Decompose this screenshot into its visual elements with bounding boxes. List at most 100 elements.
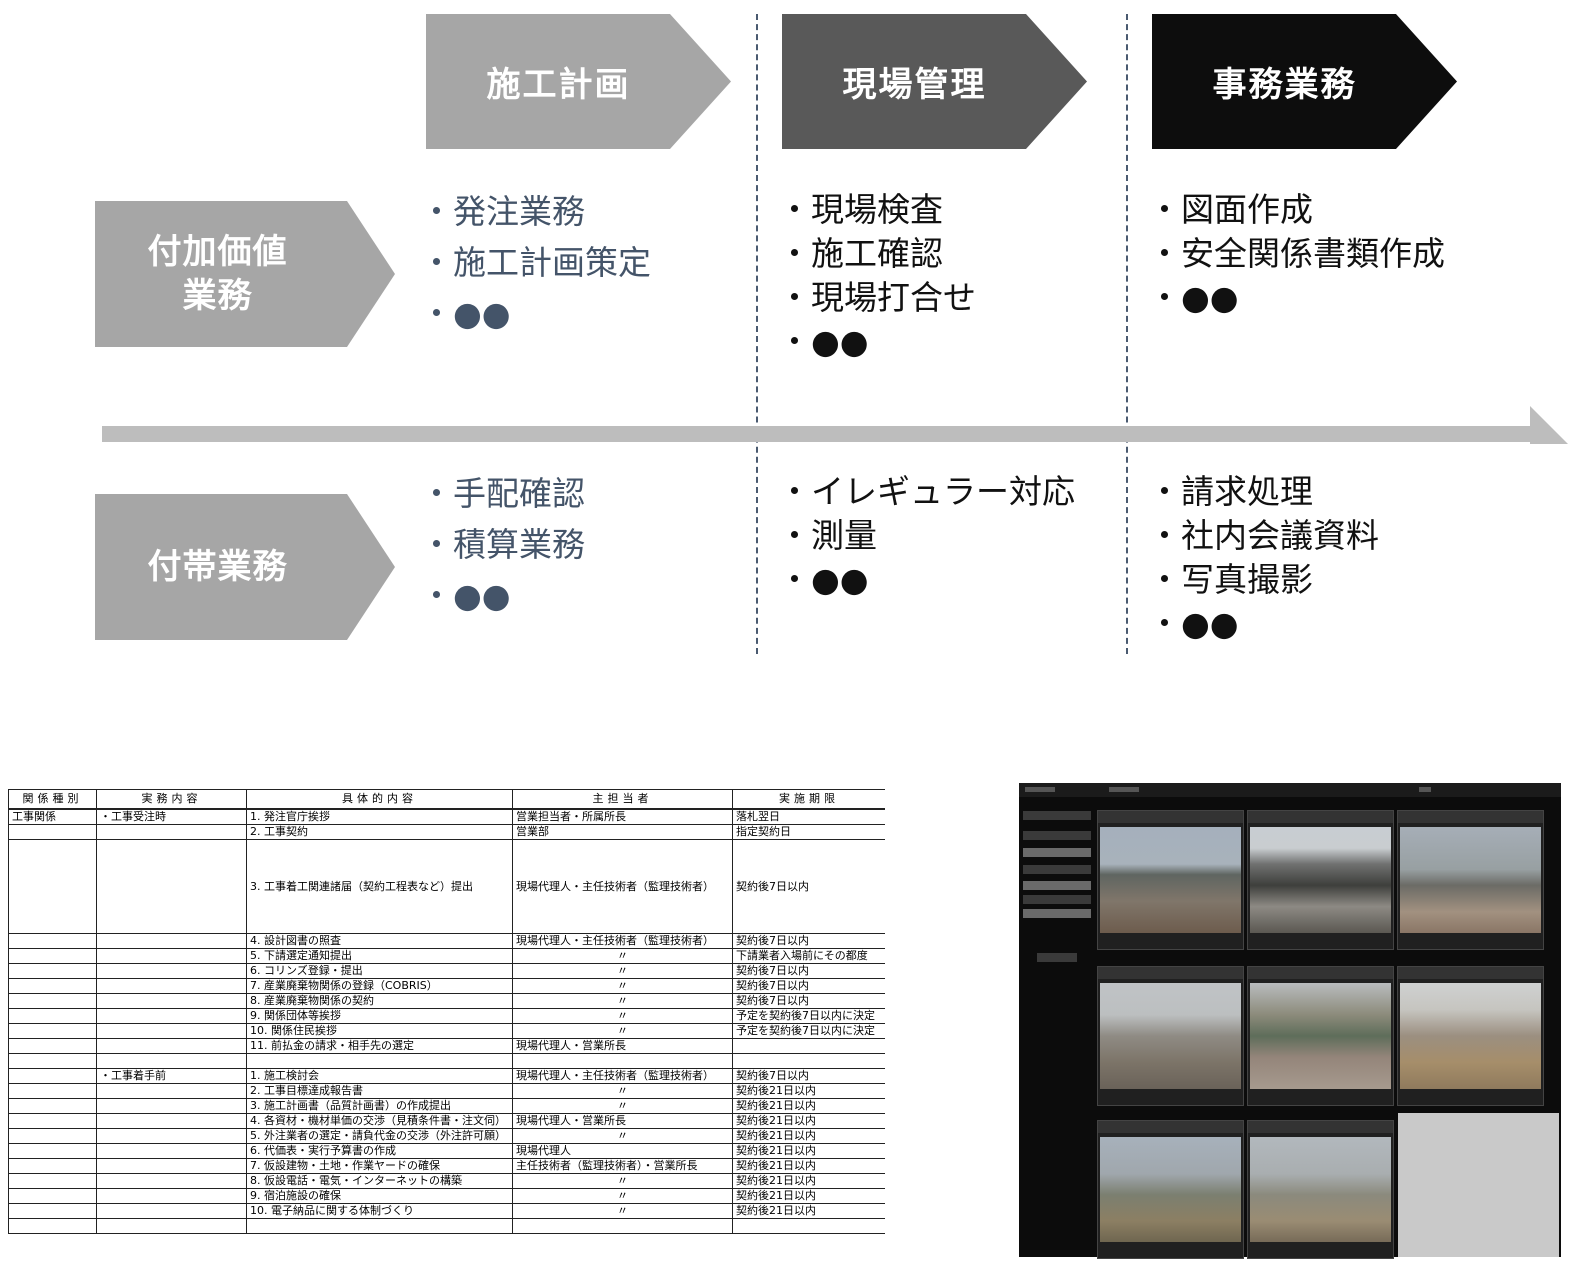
table-row: [8, 1053, 885, 1069]
table-cell: 契約後7日以内: [732, 1068, 885, 1084]
camera-tile[interactable]: [1097, 1120, 1244, 1259]
phase-office-label: 事務業務: [1212, 65, 1357, 105]
table-cell: 8. 産業廃棄物関係の契約: [246, 993, 513, 1009]
table-cell: ・工事着手前: [96, 1068, 247, 1084]
header-cell: 実務内容: [96, 789, 247, 810]
table-row: 5. 下請選定通知提出〃下請業者入場前にその都度: [8, 948, 885, 964]
camera-tile[interactable]: [1397, 966, 1544, 1106]
viewer-toolbar: [1019, 783, 1561, 797]
table-cell: 指定契約日: [732, 824, 885, 840]
table-cell: 〃: [512, 1128, 733, 1144]
list-item: ・手配確認: [420, 474, 585, 513]
table-cell: 7. 仮設建物・土地・作業ヤードの確保: [246, 1158, 513, 1174]
table-cell: 契約後21日以内: [732, 1158, 885, 1174]
header-cell: 具体的内容: [246, 789, 513, 810]
table-cell: 11. 前払金の請求・相手先の選定: [246, 1038, 513, 1054]
table-cell: 営業部: [512, 824, 733, 840]
table-cell: [8, 948, 97, 964]
table-cell: [96, 1173, 247, 1189]
list-item: ・施工確認: [778, 234, 943, 273]
table-row: 8. 仮設電話・電気・インターネットの構築〃契約後21日以内: [8, 1173, 885, 1189]
phase-planning-chevron: 施工計画: [426, 14, 731, 149]
list-item: ・測量: [778, 516, 877, 555]
table-row: 11. 前払金の請求・相手先の選定現場代理人・営業所長: [8, 1038, 885, 1054]
table-cell: 10. 電子納品に関する体制づくり: [246, 1203, 513, 1219]
table-cell: [96, 1158, 247, 1174]
viewer-side-control: [1023, 865, 1091, 874]
camera-tile[interactable]: [1397, 810, 1544, 950]
incidental-site-list: ・イレギュラー対応 ・測量 ・●●: [778, 470, 1075, 602]
table-cell: 契約後21日以内: [732, 1098, 885, 1114]
table-cell: [8, 1083, 97, 1099]
table-cell: [246, 1053, 513, 1069]
table-cell: 3. 施工計画書（品質計画書）の作成提出: [246, 1098, 513, 1114]
list-item: ・●●: [1148, 604, 1239, 643]
table-cell: [8, 1173, 97, 1189]
phase-office-chevron: 事務業務: [1152, 14, 1457, 149]
table-cell: 営業担当者・所属所長: [512, 808, 733, 825]
list-item: ・●●: [1148, 278, 1239, 317]
table-row: 6. コリンズ登録・提出〃契約後7日以内: [8, 963, 885, 979]
table-cell: 〃: [512, 1008, 733, 1024]
table-cell: [96, 1143, 247, 1159]
divider-line: [1126, 14, 1128, 654]
table-cell: 契約後7日以内: [732, 933, 885, 949]
list-item: ・現場打合せ: [778, 278, 976, 317]
table-cell: [8, 1143, 97, 1159]
timeline-arrow: [102, 426, 1532, 442]
phase-site-label: 現場管理: [842, 65, 987, 105]
camera-tile[interactable]: [1247, 966, 1394, 1106]
table-cell: 〃: [512, 1203, 733, 1219]
table-cell: [246, 1218, 513, 1234]
table-cell: 主任技術者（監理技術者）・営業所長: [512, 1158, 733, 1174]
viewer-side-control: [1023, 895, 1091, 904]
table-row: 7. 産業廃棄物関係の登録（COBRIS）〃契約後7日以内: [8, 978, 885, 994]
table-cell: [8, 933, 97, 949]
table-cell: [96, 1038, 247, 1054]
table-cell: [8, 993, 97, 1009]
list-item: ・社内会議資料: [1148, 516, 1379, 555]
table-cell: [8, 1188, 97, 1204]
header-cell: 関係種別: [8, 789, 97, 810]
camera-tile[interactable]: [1097, 966, 1244, 1106]
table-cell: 〃: [512, 948, 733, 964]
table-cell: [96, 1218, 247, 1234]
table-cell: 現場代理人・営業所長: [512, 1113, 733, 1129]
value-added-planning-list: ・発注業務 ・施工計画策定 ・●●: [420, 186, 651, 339]
table-row: 6. 代価表・実行予算書の作成現場代理人契約後21日以内: [8, 1143, 885, 1159]
table-cell: 現場代理人・主任技術者（監理技術者）: [512, 933, 733, 949]
table-cell: [96, 948, 247, 964]
table-cell: 〃: [512, 1023, 733, 1039]
list-item: ・●●: [778, 560, 869, 599]
table-cell: [96, 1098, 247, 1114]
table-cell: 〃: [512, 1083, 733, 1099]
table-cell: [8, 978, 97, 994]
camera-tile[interactable]: [1097, 810, 1244, 950]
table-cell: 5. 外注業者の選定・請負代金の交渉（外注許可願）: [246, 1128, 513, 1144]
list-item: ・●●: [778, 322, 869, 361]
list-item: ・積算業務: [420, 525, 585, 564]
incidental-office-list: ・請求処理 ・社内会議資料 ・写真撮影 ・●●: [1148, 470, 1379, 646]
table-cell: 契約後21日以内: [732, 1188, 885, 1204]
table-cell: [8, 1008, 97, 1024]
list-item: ・現場検査: [778, 190, 943, 229]
table-cell: [512, 1053, 733, 1069]
row-incidental-label: 付帯業務: [147, 546, 288, 587]
table-cell: 9. 関係団体等挨拶: [246, 1008, 513, 1024]
table-cell: 9. 宿泊施設の確保: [246, 1188, 513, 1204]
table-cell: [8, 1113, 97, 1129]
camera-tile[interactable]: [1247, 1120, 1394, 1259]
table-row: 5. 外注業者の選定・請負代金の交渉（外注許可願）〃契約後21日以内: [8, 1128, 885, 1144]
table-cell: [96, 1203, 247, 1219]
timeline-arrow-head: [1530, 406, 1568, 444]
table-cell: [732, 1038, 885, 1054]
table-cell: [96, 1128, 247, 1144]
list-item: ・図面作成: [1148, 190, 1313, 229]
table-cell: 現場代理人・営業所長: [512, 1038, 733, 1054]
table-row: 10. 電子納品に関する体制づくり〃契約後21日以内: [8, 1203, 885, 1219]
viewer-side-control: [1037, 953, 1077, 962]
table-cell: [8, 1158, 97, 1174]
camera-tile[interactable]: [1247, 810, 1394, 950]
